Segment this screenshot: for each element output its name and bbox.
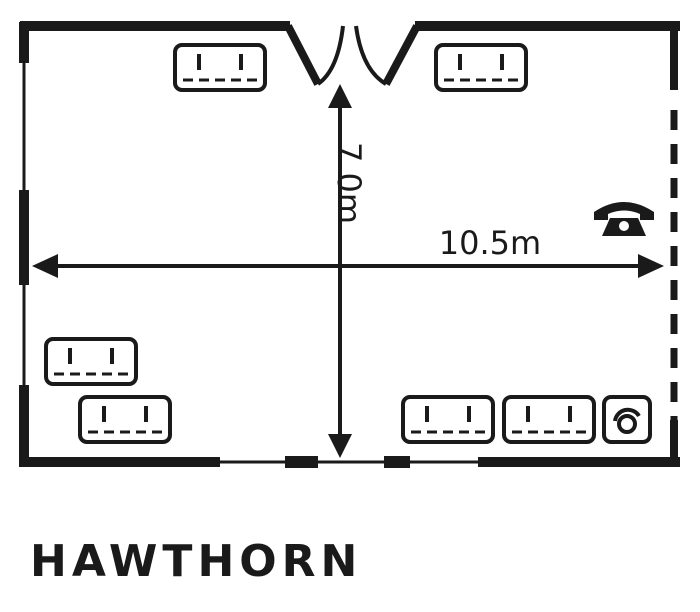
double-socket-icon [502,395,596,444]
double-socket-icon [78,395,172,444]
data-point-icon [602,395,652,444]
room-name: HAWTHORN [30,536,363,587]
room-walls [19,21,680,468]
width-dimension-label: 7.0m [330,142,368,224]
double-socket-icon [401,395,495,444]
double-socket-icon [434,43,528,92]
length-dimension-label: 10.5m [439,224,541,262]
telephone-icon [594,202,654,236]
floor-plan: 7.0m 10.5m [19,21,680,468]
double-door-icon [284,24,421,86]
dimension-arrows [32,84,664,458]
double-socket-icon [173,43,267,92]
double-socket-icon [44,337,138,386]
